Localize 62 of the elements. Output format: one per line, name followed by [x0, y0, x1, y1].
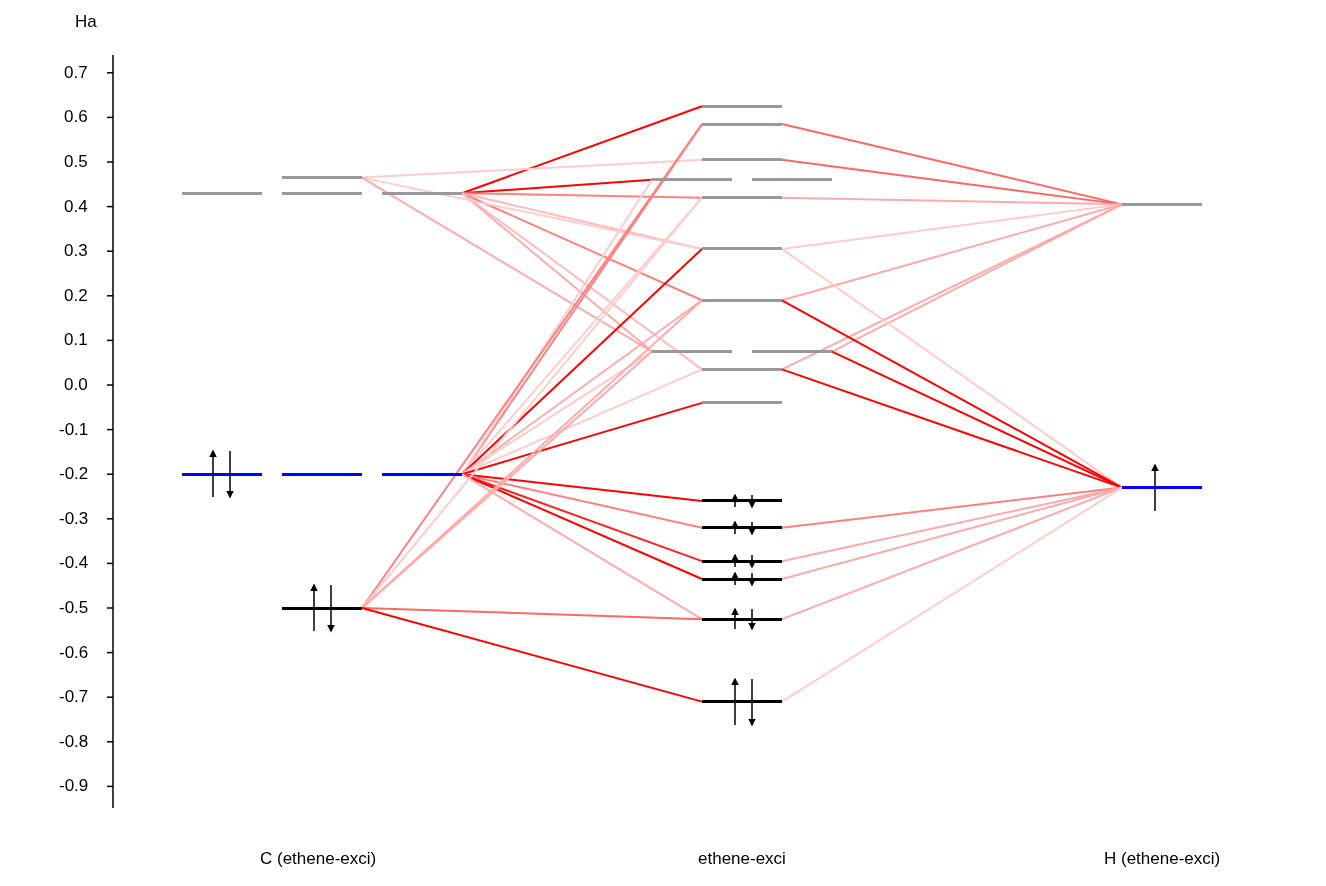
- connector-line: [781, 196, 1123, 206]
- energy-level-bar: [282, 472, 362, 476]
- energy-level-bar: [182, 191, 262, 195]
- connector-line: [781, 203, 1123, 371]
- connector-line: [461, 192, 703, 302]
- connector-line: [461, 473, 703, 580]
- axis-tick-label: 0.0: [64, 375, 88, 395]
- connector-line: [361, 176, 653, 353]
- energy-level-bar: [1122, 202, 1202, 206]
- connector-line: [461, 473, 703, 502]
- connector-line: [781, 486, 1123, 703]
- energy-level-bar: [652, 178, 732, 182]
- axis-tick-label: -0.1: [59, 419, 89, 440]
- energy-level-bar: [702, 298, 782, 302]
- axis-tick-label: 0.7: [64, 62, 88, 83]
- energy-level-bar: [382, 472, 462, 476]
- energy-level-bar: [752, 178, 832, 182]
- axis-tick-label: -0.8: [59, 731, 89, 752]
- energy-level-bar: [702, 401, 782, 405]
- axis-tick-label: 0.5: [64, 152, 88, 172]
- axis-unit-label: Ha: [75, 12, 97, 32]
- axis-tick-label: 0.1: [64, 330, 88, 351]
- connector-line: [781, 247, 1123, 489]
- axis-tick-label: -0.4: [59, 553, 89, 574]
- energy-level-bar: [652, 350, 732, 354]
- connector-line: [461, 473, 703, 621]
- axis-tick-label: -0.9: [59, 776, 89, 797]
- axis-tick-label: 0.6: [64, 107, 88, 128]
- connector-line: [461, 368, 703, 476]
- energy-level-bar: [382, 191, 462, 195]
- axis-tick-label: -0.6: [59, 642, 89, 663]
- energy-level-bar: [702, 247, 782, 251]
- axis-tick-label: -0.5: [59, 598, 89, 618]
- connector-line: [461, 401, 703, 476]
- energy-level-bar: [702, 104, 782, 108]
- energy-level-bar: [702, 367, 782, 371]
- connector-line: [361, 607, 703, 621]
- axis-tick-label: -0.3: [59, 508, 89, 529]
- connector-line: [361, 607, 703, 703]
- connector-line: [361, 350, 653, 609]
- connector-line: [781, 486, 1123, 621]
- energy-level-bar: [752, 350, 832, 354]
- connector-line: [461, 247, 703, 476]
- energy-level-bar: [702, 122, 782, 126]
- axis-tick-label: 0.3: [64, 241, 88, 262]
- column-label: H (ethene-exci): [1104, 849, 1221, 869]
- connector-line: [461, 105, 703, 195]
- axis-tick-label: -0.2: [59, 464, 89, 485]
- connector-line: [461, 192, 703, 371]
- axis-tick-label: 0.2: [64, 285, 88, 306]
- energy-level-bar: [282, 176, 362, 180]
- axis-tick-label: 0.4: [64, 196, 88, 217]
- column-label: C (ethene-exci): [260, 849, 377, 869]
- connector-line: [461, 192, 703, 199]
- axis-tick-label: -0.7: [59, 687, 89, 708]
- column-label: ethene-exci: [698, 849, 786, 869]
- connector-line: [831, 350, 1123, 489]
- energy-level-bar: [702, 158, 782, 162]
- connector-line: [361, 176, 703, 250]
- energy-level-bar: [702, 196, 782, 200]
- energy-level-bar: [282, 191, 362, 195]
- connector-line: [361, 158, 703, 179]
